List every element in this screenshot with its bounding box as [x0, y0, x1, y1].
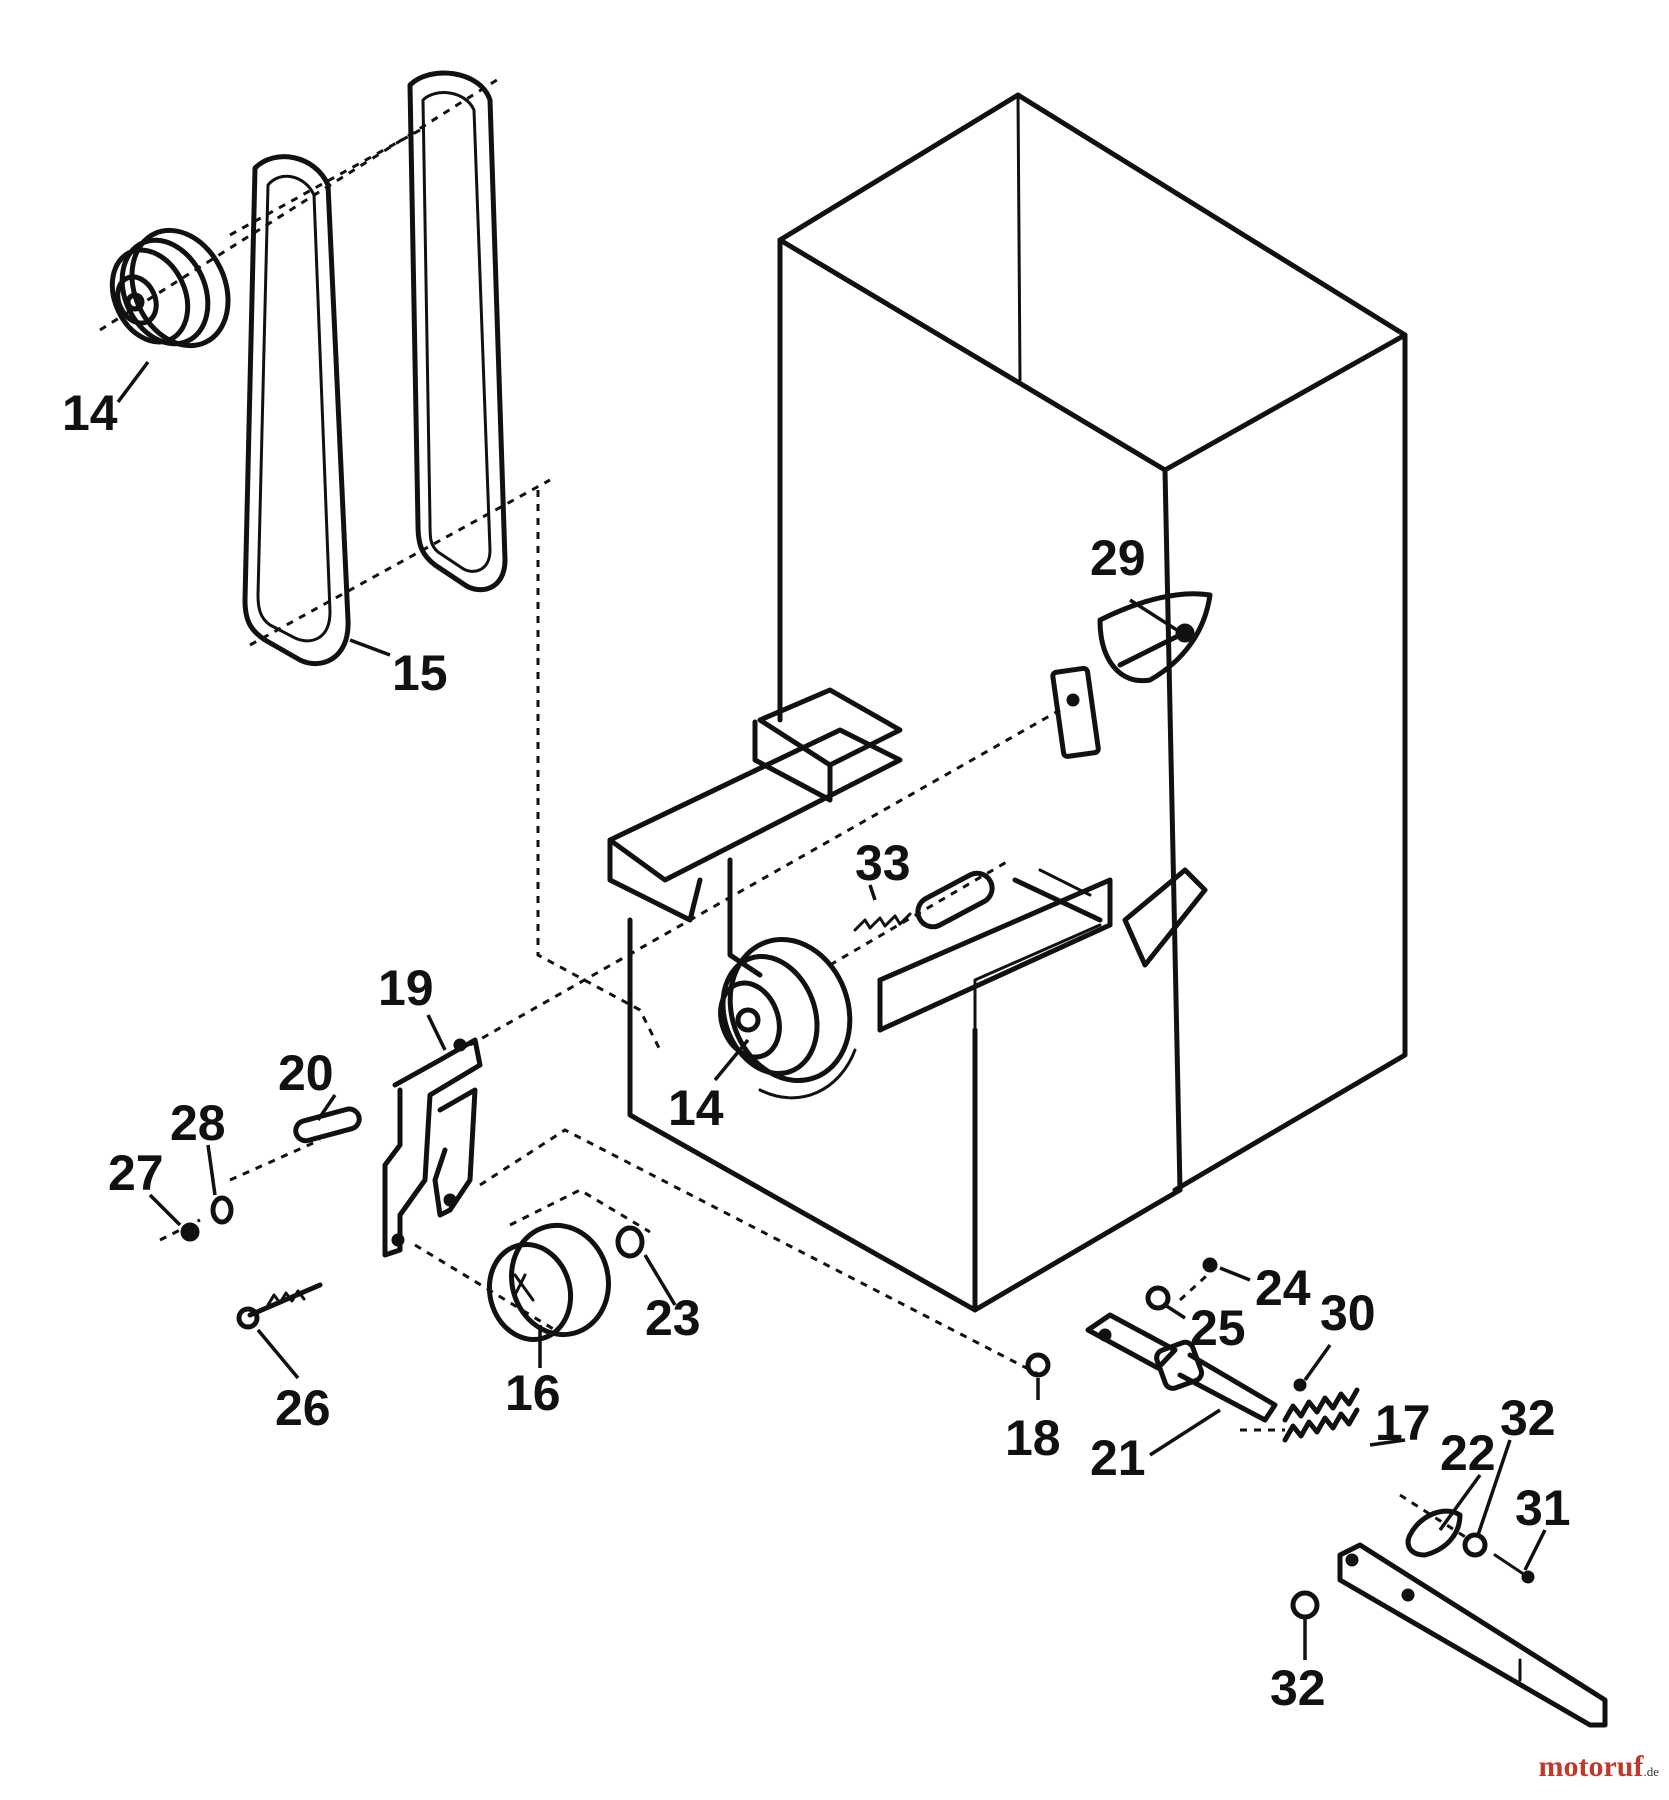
callout-14-top-pulley: 14 [62, 385, 118, 441]
spring-part [853, 870, 995, 932]
callout-26-bolt: 26 [275, 1380, 331, 1436]
callout-leaders [116, 360, 1547, 1660]
assembly-lines [99, 76, 1471, 1542]
chute-platform [607, 687, 1208, 1033]
callout-19-bracket: 19 [378, 960, 434, 1016]
hopper-housing [627, 92, 1408, 1313]
wall-bracket [1050, 665, 1101, 759]
lever-arm [1337, 1542, 1608, 1728]
callout-15-belts: 15 [392, 645, 448, 701]
callout-27-nut: 27 [108, 1145, 164, 1201]
adjuster-shaft [1085, 1312, 1360, 1443]
callout-33-spring: 33 [855, 835, 911, 891]
callout-20-pin: 20 [278, 1045, 334, 1101]
watermark-suffix: .de [1643, 1764, 1659, 1779]
callout-23-nut: 23 [645, 1290, 701, 1346]
callout-30-pin: 30 [1320, 1285, 1376, 1341]
callout-29-deflector: 29 [1090, 530, 1146, 586]
idler-bracket [382, 1037, 483, 1258]
watermark-brand: motoruf [1538, 1750, 1644, 1783]
callout-17-spring: 17 [1375, 1395, 1431, 1451]
top-pulley [109, 227, 231, 349]
callout-31-pin: 31 [1515, 1480, 1571, 1536]
deflector-part [1097, 591, 1213, 684]
callout-16-idler: 16 [505, 1365, 561, 1421]
callout-22-cam: 22 [1440, 1425, 1496, 1481]
callout-18-nut: 18 [1005, 1410, 1061, 1466]
callout-24-nut: 24 [1255, 1260, 1311, 1316]
callout-28-washer: 28 [170, 1095, 226, 1151]
idler-pulley [486, 1222, 612, 1343]
callout-21-shaft: 21 [1090, 1430, 1146, 1486]
callout-labels: 14 15 29 33 19 20 28 27 14 23 26 16 24 2… [62, 385, 1571, 1716]
callout-25-washer: 25 [1190, 1300, 1246, 1356]
callout-14-main-pulley: 14 [668, 1080, 724, 1136]
callout-32-washer-bottom: 32 [1270, 1660, 1326, 1716]
callout-32-washer-top: 32 [1500, 1390, 1556, 1446]
hardware-parts [180, 1106, 1535, 1620]
main-pulley [718, 936, 857, 1100]
watermark-logo: motoruf.de [1538, 1750, 1659, 1784]
